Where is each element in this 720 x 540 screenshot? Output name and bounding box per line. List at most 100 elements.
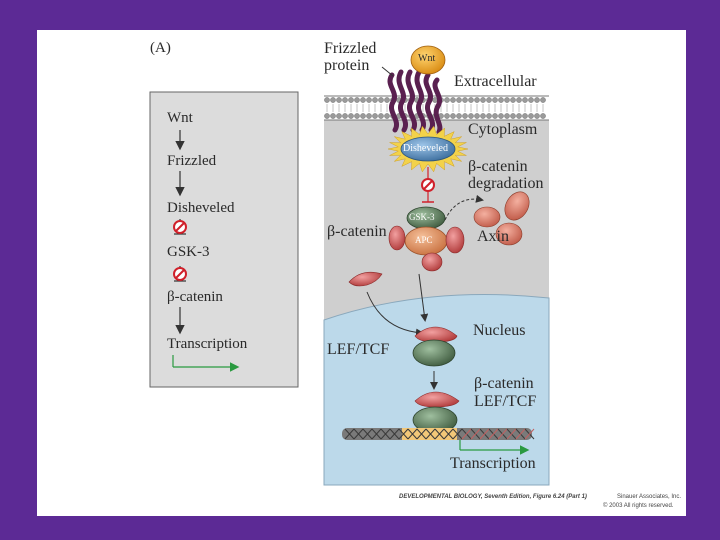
catenin-bound-1: [388, 225, 406, 251]
pathway-transcription: Transcription: [167, 336, 248, 352]
left-pathway-box: [149, 91, 299, 388]
label-lef-tcf-2: LEF/TCF: [474, 393, 537, 410]
catenin-bound-3: [421, 252, 443, 272]
arrow-apc-down: [418, 273, 429, 322]
dna-bound-catenin: [414, 391, 460, 408]
membrane-bead: [372, 113, 378, 119]
dna-helix-strand: [524, 428, 535, 440]
membrane-bead: [444, 97, 450, 103]
dna-helix-strand: [362, 428, 373, 440]
membrane-bead: [474, 97, 480, 103]
membrane-bead: [324, 97, 330, 103]
label-degradation-2: degradation: [468, 175, 544, 192]
membrane-bead: [324, 113, 330, 119]
dna-helix-strand: [506, 428, 517, 440]
label-beta-catenin: β-catenin: [327, 223, 387, 240]
membrane-bead: [480, 113, 486, 119]
membrane-bead: [366, 97, 372, 103]
membrane-bead: [360, 113, 366, 119]
catenin-bound-2: [445, 226, 465, 254]
dna-helix-strand: [398, 428, 409, 440]
membrane-bead: [522, 97, 528, 103]
membrane-bead: [330, 97, 336, 103]
dna-helix-strand: [479, 428, 490, 440]
axin-protein-1: [473, 206, 501, 228]
membrane-bead: [474, 113, 480, 119]
arrow-catenin-nucleus: [366, 291, 424, 337]
degradation-arrow: [444, 194, 484, 221]
membrane-bead: [360, 97, 366, 103]
membrane-bead: [522, 113, 528, 119]
dna-helix-strand: [416, 428, 427, 440]
membrane-bead: [378, 97, 384, 103]
membrane-bead: [462, 113, 468, 119]
wnt-ligand: [410, 45, 446, 75]
membrane-bead: [534, 97, 540, 103]
label-transcription: Transcription: [450, 455, 536, 472]
membrane-bead: [354, 97, 360, 103]
membrane-bead: [540, 113, 546, 119]
membrane-bead: [342, 97, 348, 103]
pathway-gsk3: GSK-3: [167, 244, 210, 260]
label-cytoplasm: Cytoplasm: [468, 121, 538, 138]
membrane-bead: [366, 113, 372, 119]
label-beta-catenin-2: β-catenin: [474, 375, 534, 392]
membrane-bead: [504, 97, 510, 103]
footer-publisher: Sinauer Associates, Inc.: [617, 494, 682, 500]
dna-helix-strand: [434, 428, 445, 440]
membrane-bead: [384, 97, 390, 103]
membrane-bead: [336, 113, 342, 119]
dna-helix-strand: [488, 428, 499, 440]
dna-helix-strand: [371, 428, 382, 440]
panel-label: (A): [150, 40, 171, 56]
membrane-bead: [486, 113, 492, 119]
membrane-bead: [342, 113, 348, 119]
pathway-beta-catenin: β-catenin: [167, 289, 223, 305]
label-lef-tcf: LEF/TCF: [327, 341, 390, 358]
membrane-bead: [498, 113, 504, 119]
dna-helix-strand: [380, 428, 391, 440]
dna-helix-strand: [470, 428, 481, 440]
label-extracellular: Extracellular: [454, 73, 537, 90]
dna-helix-strand: [443, 428, 454, 440]
disheveled-protein: [400, 136, 456, 162]
dna-helix-strand: [407, 428, 418, 440]
membrane-bead: [516, 113, 522, 119]
membrane-bead: [354, 113, 360, 119]
label-disheveled: Disheveled: [403, 143, 448, 154]
label-degradation-1: β-catenin: [468, 158, 528, 175]
dna-helix-strand: [461, 428, 472, 440]
frizzled-protein: [381, 66, 443, 135]
membrane-bead: [510, 97, 516, 103]
label-nucleus: Nucleus: [473, 322, 526, 339]
axin-protein-3: [495, 222, 523, 246]
membrane-bead: [534, 113, 540, 119]
label-gsk3: GSK-3: [409, 212, 435, 222]
membrane-bead: [498, 97, 504, 103]
inhibit-symbol-2: [173, 266, 187, 282]
left-transcription-arrow: [172, 355, 240, 372]
membrane-bead: [378, 113, 384, 119]
membrane-bead: [480, 97, 486, 103]
axin-protein-2: [504, 191, 530, 221]
membrane-bead: [486, 97, 492, 103]
dna-strand: [342, 428, 535, 440]
membrane-bead: [444, 113, 450, 119]
dna-helix-strand: [353, 428, 364, 440]
membrane-bead: [348, 113, 354, 119]
membrane-bead: [492, 113, 498, 119]
membrane-bead: [540, 97, 546, 103]
figure-svg: [149, 45, 550, 486]
membrane-bead: [336, 97, 342, 103]
membrane-bead: [528, 97, 534, 103]
label-wnt: Wnt: [418, 53, 436, 64]
membrane-bead: [456, 97, 462, 103]
transcription-arrow: [459, 440, 530, 455]
dna-helix-strand: [515, 428, 526, 440]
membrane-bead: [348, 97, 354, 103]
dna-helix-strand: [497, 428, 508, 440]
footer-citation: DEVELOPMENTAL BIOLOGY, Seventh Edition, …: [399, 494, 587, 500]
inhibit-disheveled-gsk: [421, 167, 435, 203]
pathway-disheveled: Disheveled: [167, 200, 235, 216]
membrane-bead: [510, 113, 516, 119]
